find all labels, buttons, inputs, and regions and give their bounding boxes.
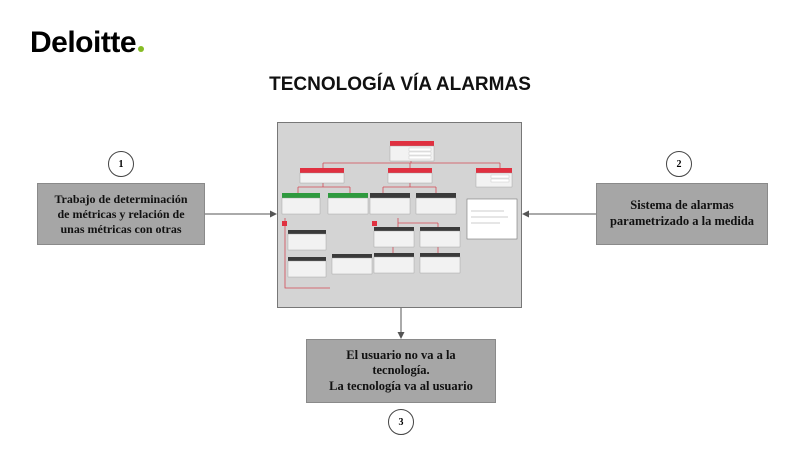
step-number-2: 2 bbox=[666, 151, 692, 177]
step-3-line-2: tecnología. bbox=[372, 363, 430, 378]
step-2-line-2: parametrizado a la medida bbox=[609, 214, 755, 228]
step-3-line-3: La tecnología va al usuario bbox=[329, 378, 473, 393]
page-title: TECNOLOGÍA VÍA ALARMAS bbox=[269, 74, 531, 95]
level2-nodes bbox=[299, 168, 513, 188]
deloitte-logo: Deloitte bbox=[30, 26, 145, 60]
logo-dot bbox=[138, 46, 145, 52]
step-number-1: 1 bbox=[108, 151, 134, 177]
level3-dark-nodes bbox=[369, 193, 457, 215]
alarm-message-popup bbox=[466, 198, 518, 240]
step-2-box: Sistema de alarmas parametrizado a la me… bbox=[596, 183, 768, 245]
level3-ok-nodes bbox=[281, 193, 369, 215]
step-1-box: Trabajo de determinación de métricas y r… bbox=[37, 183, 205, 245]
step-number-3: 3 bbox=[388, 409, 414, 435]
step-1-line-2: de métricas y relación de bbox=[57, 206, 185, 221]
metric-tree-diagram bbox=[281, 141, 518, 289]
level4-nodes bbox=[287, 227, 461, 251]
step-1-line-3: unas métricas con otras bbox=[60, 221, 182, 236]
step-3-box: El usuario no va a la tecnología. La tec… bbox=[306, 339, 496, 403]
logo-text: Deloitte bbox=[30, 26, 137, 59]
step-1-line-1: Trabajo de determinación bbox=[54, 191, 188, 206]
step-3-line-1: El usuario no va a la bbox=[346, 347, 456, 362]
alarm-dashboard-screenshot bbox=[277, 122, 522, 308]
step-2-line-1: Sistema de alarmas bbox=[630, 198, 734, 213]
root-alarm-node bbox=[389, 141, 435, 162]
level5-nodes bbox=[287, 253, 461, 278]
